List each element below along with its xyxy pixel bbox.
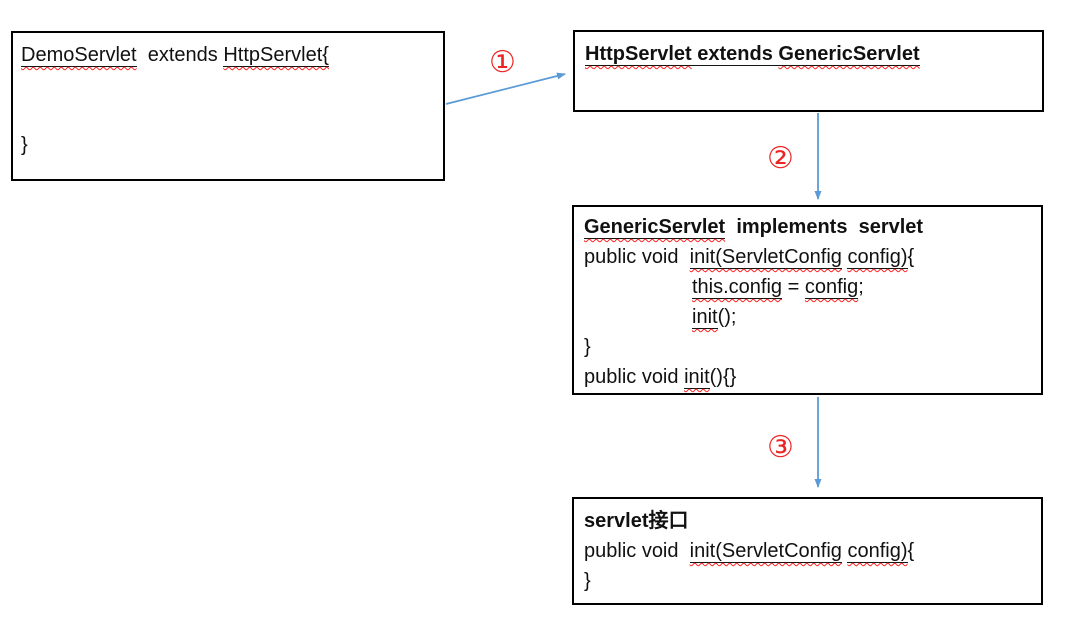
code-text-segment: config)	[847, 246, 908, 269]
code-line	[21, 70, 435, 100]
code-text-segment: GenericServlet	[584, 216, 726, 239]
code-text-segment: HttpServlet{	[223, 44, 329, 67]
httpservlet-box: HttpServlet extends GenericServlet	[573, 30, 1044, 112]
code-line: GenericServlet implements servlet	[584, 212, 1031, 242]
demo-servlet-box: DemoServlet extends HttpServlet{ }	[11, 31, 445, 181]
code-text-segment: }	[584, 570, 591, 592]
code-line: init();	[584, 302, 1031, 332]
code-line: }	[584, 332, 1031, 362]
code-text-segment: extends	[691, 43, 779, 66]
code-line: }	[584, 566, 1031, 596]
servlet-interface-box: servlet接口 public void init(ServletConfig …	[572, 497, 1043, 605]
code-text-segment: config)	[847, 540, 908, 563]
code-text-segment: init(ServletConfig	[689, 540, 842, 563]
code-text-segment: public void	[584, 246, 690, 268]
code-line: HttpServlet extends GenericServlet	[585, 39, 1032, 69]
code-line: public void init(){}	[584, 362, 1031, 392]
code-line: DemoServlet extends HttpServlet{	[21, 40, 435, 70]
code-text-segment: init	[692, 306, 718, 329]
code-text-segment: public void	[584, 540, 690, 562]
code-text-segment: ;	[858, 276, 864, 298]
step-3-circled-number: ③	[767, 430, 794, 465]
step-2-circled-number: ②	[767, 141, 794, 176]
code-line: servlet接口	[584, 506, 1031, 536]
code-text-segment: }	[21, 134, 28, 156]
step-1-circled-number: ①	[489, 45, 516, 80]
code-text-segment: implements servlet	[725, 216, 924, 238]
code-text-segment: public void	[584, 366, 685, 388]
code-text-segment: (){}	[709, 366, 737, 388]
code-text-segment: init(ServletConfig	[689, 246, 842, 269]
code-text-segment: config	[804, 276, 859, 299]
code-line	[21, 100, 435, 130]
code-line: }	[21, 130, 435, 160]
code-text-segment: extends	[136, 44, 224, 66]
code-text-segment: GenericServlet	[778, 43, 920, 66]
code-line: public void init(ServletConfig config){	[584, 536, 1031, 566]
code-line: this.config = config;	[584, 272, 1031, 302]
code-line: public void init(ServletConfig config){	[584, 242, 1031, 272]
code-text-segment: servlet接口	[584, 510, 689, 532]
code-text-segment: {	[907, 246, 915, 268]
code-text-segment: this.config	[692, 276, 783, 299]
code-text-segment: HttpServlet	[585, 43, 692, 66]
code-text-segment: ();	[717, 306, 737, 328]
code-text-segment: }	[584, 336, 591, 358]
code-text-segment: =	[782, 276, 805, 298]
code-text-segment: DemoServlet	[21, 44, 137, 67]
code-text-segment: {	[907, 540, 915, 562]
code-text-segment: init	[684, 366, 710, 389]
